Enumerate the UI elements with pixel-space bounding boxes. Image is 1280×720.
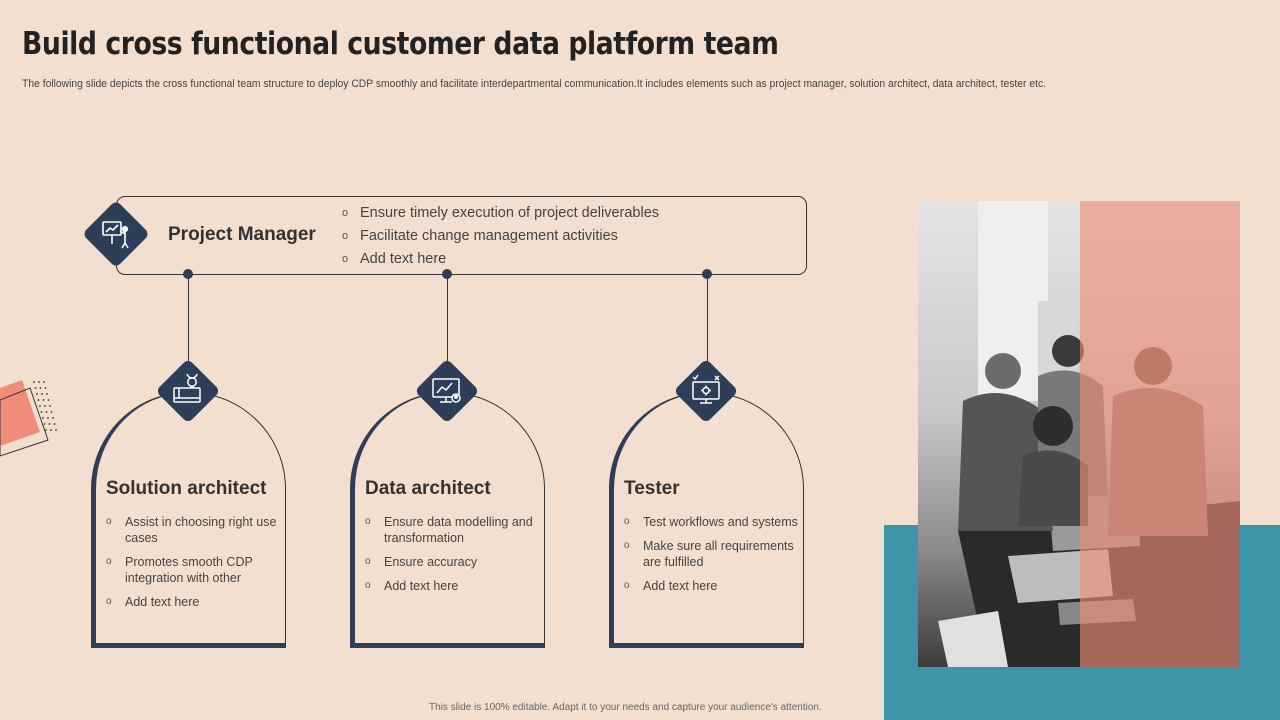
footer-note: This slide is 100% editable. Adapt it to… xyxy=(429,702,822,713)
decorative-dot xyxy=(39,387,42,389)
project-manager-label: Project Manager xyxy=(168,224,316,245)
decorative-dot xyxy=(53,423,56,425)
decorative-dot xyxy=(48,423,51,425)
monitor-gear-icon xyxy=(686,371,726,411)
team-photo xyxy=(918,201,1240,667)
decorative-dot xyxy=(33,381,35,383)
pm-bullet: Facilitate change management activities xyxy=(342,225,659,248)
decorative-dot xyxy=(45,429,47,431)
connector-line xyxy=(706,274,708,368)
decorative-dot xyxy=(49,405,51,407)
decorative-dot xyxy=(34,387,37,389)
pm-bullet: Ensure timely execution of project deliv… xyxy=(342,202,659,225)
decorative-dot xyxy=(36,393,38,395)
tester-bullets: Test workflows and systems Make sure all… xyxy=(624,514,799,602)
card-bullet: Add text here xyxy=(365,578,540,594)
project-manager-bullets: Ensure timely execution of project deliv… xyxy=(342,202,659,271)
decorative-dot xyxy=(44,405,46,407)
decorative-dot xyxy=(47,399,50,401)
decorative-dot xyxy=(42,399,45,401)
solution-architect-title: Solution architect xyxy=(106,478,267,499)
decorative-dot xyxy=(41,393,43,395)
decorative-dot xyxy=(39,405,41,407)
card-bullet: Make sure all requirements are fulfilled xyxy=(624,538,799,570)
decorative-dot xyxy=(37,399,40,401)
presentation-board-icon xyxy=(96,214,136,254)
pm-bullet: Add text here xyxy=(342,248,659,271)
decorative-dot xyxy=(50,411,53,413)
connector-line xyxy=(446,274,448,368)
decorative-dot xyxy=(47,417,49,419)
connector-line xyxy=(187,274,189,368)
card-bullet: Ensure data modelling and transformation xyxy=(365,514,540,546)
decorative-accent xyxy=(0,380,57,457)
coral-photo-overlay xyxy=(1080,201,1240,667)
decorative-dot xyxy=(50,429,52,431)
card-bullet: Add text here xyxy=(106,594,281,610)
decorative-dot xyxy=(44,387,47,389)
data-architect-bullets: Ensure data modelling and transformation… xyxy=(365,514,540,602)
decorative-dot xyxy=(42,417,44,419)
decorative-dot xyxy=(38,381,40,383)
monitor-chart-icon xyxy=(427,371,467,411)
data-architect-title: Data architect xyxy=(365,478,491,499)
card-bullet: Test workflows and systems xyxy=(624,514,799,530)
card-bullet: Assist in choosing right use cases xyxy=(106,514,281,546)
decorative-dot xyxy=(43,381,45,383)
decorative-dot xyxy=(45,411,48,413)
decorative-dot xyxy=(55,429,57,431)
card-bullet: Ensure accuracy xyxy=(365,554,540,570)
decorative-dot xyxy=(46,393,48,395)
blueprint-lightbulb-icon xyxy=(168,371,208,411)
decorative-dot xyxy=(43,423,46,425)
tester-title: Tester xyxy=(624,478,680,499)
card-bullet: Add text here xyxy=(624,578,799,594)
page-subtitle: The following slide depicts the cross fu… xyxy=(22,78,1046,90)
decorative-dot xyxy=(40,411,43,413)
decorative-dot xyxy=(52,417,54,419)
card-bullet: Promotes smooth CDP integration with oth… xyxy=(106,554,281,586)
page-title: Build cross functional customer data pla… xyxy=(22,26,779,62)
solution-architect-bullets: Assist in choosing right use cases Promo… xyxy=(106,514,281,618)
